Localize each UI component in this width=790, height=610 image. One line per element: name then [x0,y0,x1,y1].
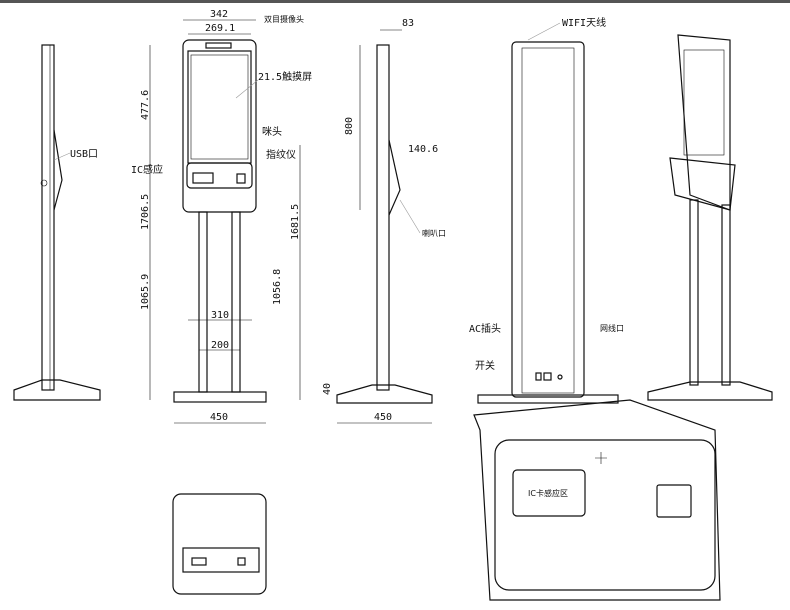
dim-screen-width: 269.1 [205,23,235,34]
move-cross-icon [595,452,607,464]
dim-base-height: 40 [322,383,333,395]
side-view-right: 83 800 140.6 喇叭口 40 450 [322,18,446,424]
dim-total-width: 342 [210,9,228,20]
camera-label: 双目摄像头 [264,14,304,24]
back-view: WIFI天线 AC插头 开关 网线口 [469,16,624,404]
dim-base-side: 450 [374,412,392,423]
dim-lower-height: 1065.9 [140,274,151,310]
dim-screen-height: 477.6 [140,90,151,120]
dim-height-alt: 1681.5 [290,204,301,240]
ac-plug-label: AC插头 [469,322,501,335]
dim-base-front: 450 [210,412,228,423]
microphone-label: 咪头 [262,126,282,138]
speaker-label: 喇叭口 [422,228,446,238]
network-label: 网线口 [600,323,624,333]
dim-head-height: 800 [344,117,355,135]
fingerprint-label: 指纹仪 [266,148,296,161]
switch-label: 开关 [475,359,495,372]
detail-view: IC卡感应区 [473,399,721,601]
dim-pillar-inner: 200 [211,340,229,351]
touchscreen-label: 21.5触摸屏 [258,70,312,83]
ic-card-area-label: IC卡感应区 [528,488,568,498]
ic-sensor-label: IC感应 [131,163,163,176]
wifi-label: WIFI天线 [562,16,606,29]
dim-head-depth: 140.6 [408,144,438,155]
perspective-view [647,34,773,401]
dim-lower-height-alt: 1056.8 [272,269,283,305]
dim-pillar-outer: 310 [211,310,229,321]
front-view: 342 269.1 双目摄像头 21.5触摸屏 咪头 指纹仪 IC感应 1706… [131,9,312,424]
thumbnail-view [172,493,267,595]
side-view-left: USB口 [13,44,101,401]
dim-total-height: 1706.5 [140,194,151,230]
usb-label: USB口 [70,149,98,160]
dim-depth: 83 [402,18,414,29]
